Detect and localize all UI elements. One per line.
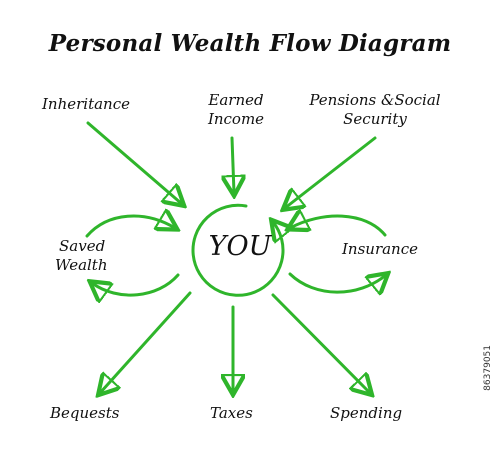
arrow-you-to-insurance (288, 274, 386, 292)
label-saved-wealth-line2: Wealth (55, 256, 108, 274)
label-saved-wealth-line1: Saved (59, 237, 106, 255)
arrow-pensions-to-you (285, 136, 377, 208)
arrow-you-to-bequests (100, 291, 192, 393)
label-earned-income-line1: Earned (208, 91, 264, 109)
label-bequests: Bequests (50, 404, 120, 422)
label-taxes: Taxes (210, 404, 253, 422)
arrow-you-to-saved-wealth (92, 273, 180, 295)
arrow-saved-wealth-to-you (85, 216, 175, 238)
label-pensions-line2: Security (343, 110, 407, 128)
center-circle (191, 203, 283, 297)
label-earned-income-line2: Income (207, 110, 265, 128)
arrow-earned-income-to-you (232, 136, 234, 193)
label-insurance: Insurance (342, 240, 418, 258)
diagram-title: Personal Wealth Flow Diagram (48, 30, 452, 57)
label-pensions-line1: Pensions &Social (309, 91, 441, 109)
label-earned-income: Earned Income (190, 91, 282, 129)
arrow-you-to-spending (271, 293, 370, 393)
center-you-label: YOU (208, 231, 272, 262)
label-pensions: Pensions &Social Security (295, 91, 455, 129)
label-inheritance: Inheritance (42, 95, 131, 113)
arrow-insurance-to-you (290, 216, 387, 237)
label-spending: Spending (330, 404, 403, 422)
stock-id-watermark: 86379051 (483, 345, 493, 391)
arrow-inheritance-to-you (86, 121, 182, 204)
label-saved-wealth: Saved Wealth (55, 237, 108, 275)
